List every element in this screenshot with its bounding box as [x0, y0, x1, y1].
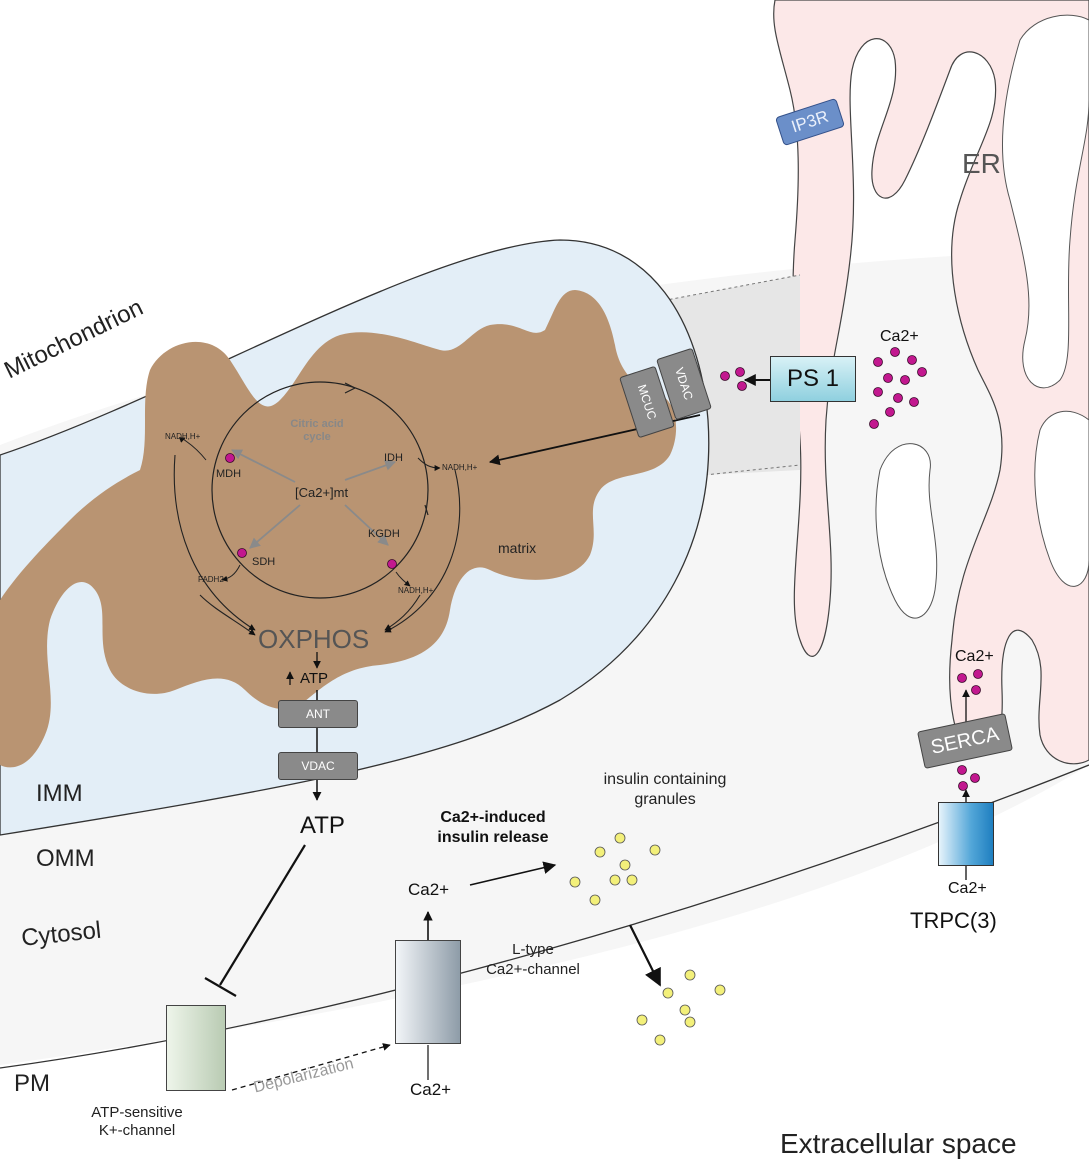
pm-label: PM: [14, 1070, 50, 1097]
vdac-atp-label: VDAC: [301, 759, 335, 773]
ltype-channel: [395, 940, 461, 1044]
nadh-topright-label: NADH,H+: [442, 463, 478, 472]
idh-label: IDH: [384, 452, 403, 464]
sdh-label: SDH: [252, 556, 276, 568]
cycle-title-line1: Citric acid: [290, 418, 344, 430]
atp-cytosol-label: ATP: [300, 812, 345, 839]
mitochondrion-label: Mitochondrion: [0, 293, 148, 385]
ip3r-receptor: IP3R: [774, 97, 846, 147]
ca-er-label: Ca2+: [880, 328, 919, 345]
ca-ltype-bottom-label: Ca2+: [410, 1080, 452, 1099]
matrix-label: matrix: [498, 540, 537, 556]
katp-channel: [166, 1005, 226, 1091]
oxphos-label: OXPHOS: [258, 624, 370, 654]
ca-ltype-top-label: Ca2+: [408, 880, 450, 899]
er-label: ER: [962, 148, 1001, 179]
ca-trpc-label: Ca2+: [948, 880, 987, 897]
nadh-topleft-label: NADH,H+: [165, 432, 201, 441]
trpc-label: TRPC(3): [910, 908, 997, 933]
insulin-release-line2: insulin release: [437, 829, 549, 846]
ant-transporter: ANT: [278, 700, 358, 728]
er-fold-3: [1034, 410, 1089, 587]
granules-label-line1: insulin containing: [603, 771, 727, 788]
ca-mt-label: [Ca2+]mt: [295, 485, 349, 500]
mcuc-label: MCUC: [634, 382, 660, 422]
cycle-title: Citric acid cycle: [272, 418, 362, 444]
vdac-atp-channel: VDAC: [278, 752, 358, 780]
insulin-release-line1: Ca2+-induced: [440, 809, 546, 826]
ltype-label-line1: L-type: [512, 941, 554, 958]
ant-label: ANT: [306, 707, 330, 721]
ip3r-label: IP3R: [788, 106, 831, 137]
imm-label: IMM: [36, 780, 83, 807]
mdh-label: MDH: [216, 468, 242, 480]
plasma-membrane: [0, 764, 1089, 1069]
kgdh-label: KGDH: [368, 528, 400, 540]
granules-label: insulin containing granules: [570, 770, 760, 810]
depolarization-label: Depolarization: [252, 1055, 356, 1097]
ltype-label-line2: Ca2+-channel: [486, 961, 580, 978]
katp-label-line2: K+-channel: [98, 1122, 176, 1139]
trpc-channel: [938, 802, 994, 866]
serca-label: SERCA: [928, 722, 1001, 759]
vdac-er-label: VDAC: [672, 365, 696, 403]
katp-label-line1: ATP-sensitive: [91, 1104, 183, 1121]
cycle-title-line2: cycle: [303, 431, 331, 443]
ps1-label: PS 1: [786, 365, 840, 392]
matrix-body: [0, 290, 677, 768]
serca-pump: SERCA: [917, 713, 1013, 769]
insulin-release-label: Ca2+-induced insulin release: [418, 808, 568, 848]
cytosol-label: Cytosol: [20, 916, 103, 952]
citric-acid-cycle-ring: [211, 381, 429, 599]
katp-label: ATP-sensitive K+-channel: [62, 1104, 212, 1140]
ltype-label: L-type Ca2+-channel: [468, 940, 598, 980]
nadh-bottomright-label: NADH,H+: [398, 586, 434, 595]
omm-label: OMM: [36, 845, 95, 872]
granules-label-line2: granules: [634, 791, 696, 808]
atp-matrix-label: ATP: [300, 670, 329, 687]
extracellular-label: Extracellular space: [780, 1128, 1017, 1159]
fadh-label: FADH2: [198, 575, 224, 584]
ca-serca-label: Ca2+: [955, 648, 994, 665]
ps1-box: PS 1: [770, 356, 856, 402]
er-fold-2: [875, 443, 938, 619]
